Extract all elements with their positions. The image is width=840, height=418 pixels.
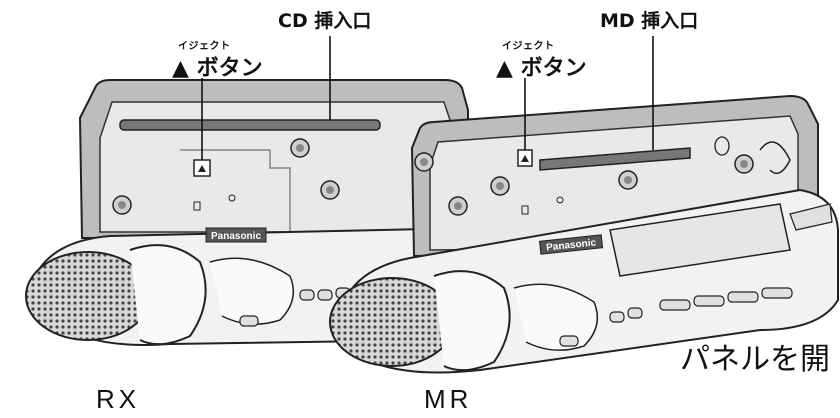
mr-speaker-grille xyxy=(329,277,455,367)
rx-brand-label: Panasonic xyxy=(211,231,261,242)
rx-eject-button-text: ボタン xyxy=(196,56,263,81)
rx-cd-slot-label: CD 挿入口 xyxy=(278,10,372,32)
eject-icon: ▲ xyxy=(496,56,513,81)
mr-md-slot-label: MD 挿入口 xyxy=(600,10,699,32)
mr-eject-label: ▲ ボタン xyxy=(496,50,587,82)
rx-caption: RX xyxy=(96,384,141,414)
rx-cd-slot xyxy=(119,119,381,131)
mr-display xyxy=(609,203,791,277)
rx-eject-ruby: イジェクト xyxy=(178,41,231,52)
mr-caption: MR xyxy=(424,384,473,414)
rx-unit: Panasonic xyxy=(25,79,502,346)
rx-speaker-grille xyxy=(25,251,151,341)
mr-unit: Panasonic xyxy=(329,94,839,374)
mr-md-slot xyxy=(539,147,691,171)
leader-lines xyxy=(201,36,654,160)
open-panel-note: パネルを開 xyxy=(680,342,830,377)
rx-eject-label: ▲ ボタン xyxy=(172,50,263,82)
mr-eject-ruby: イジェクト xyxy=(502,41,555,52)
mr-eject-button-text: ボタン xyxy=(520,56,587,81)
mr-brand-label: Panasonic xyxy=(546,237,597,253)
eject-icon: ▲ xyxy=(172,56,189,81)
